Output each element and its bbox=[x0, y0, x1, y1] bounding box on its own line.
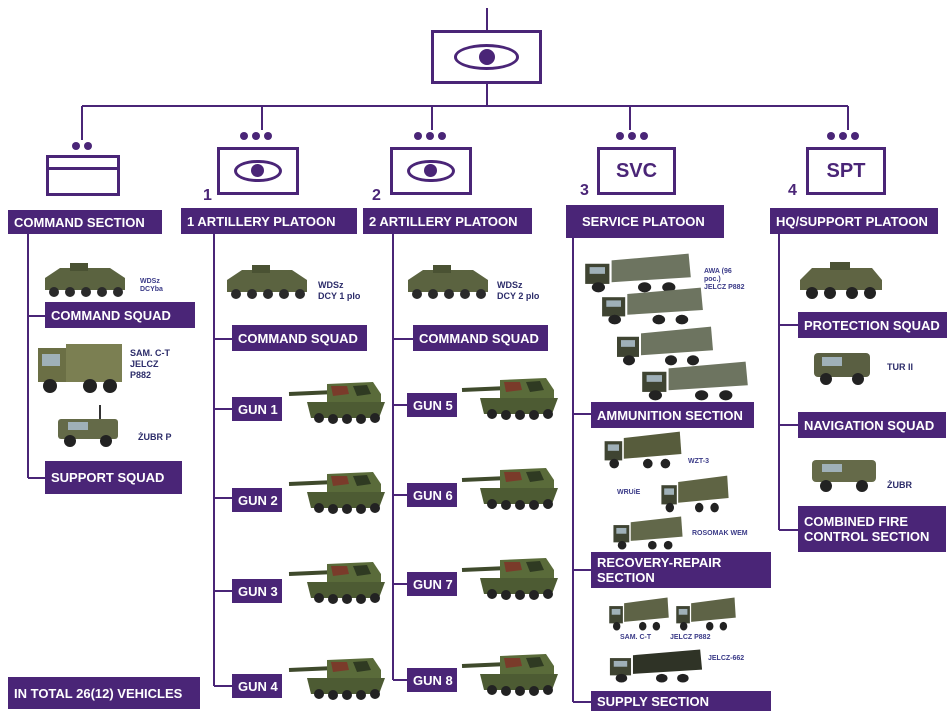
rosomak-vehicle-icon bbox=[800, 262, 882, 299]
platoon2-number: 2 bbox=[372, 187, 381, 204]
wdsz-vehicle-icon bbox=[45, 263, 125, 297]
rosomak-wem-icon bbox=[613, 516, 683, 550]
howitzer-icon bbox=[461, 468, 558, 510]
command-section-label: COMMAND SECTION bbox=[8, 210, 162, 234]
echelon-dots bbox=[616, 132, 648, 140]
gun-label: GUN 8 bbox=[407, 668, 457, 692]
tur-vehicle-icon bbox=[814, 353, 870, 385]
total-vehicles-label: IN TOTAL 26(12) VEHICLES bbox=[8, 677, 200, 709]
platoon2-symbol bbox=[390, 147, 472, 195]
gun-label: GUN 5 bbox=[407, 393, 457, 417]
command-squad-label: COMMAND SQUAD bbox=[45, 302, 195, 328]
protection-squad-label: PROTECTION SQUAD bbox=[798, 312, 947, 338]
howitzer-icon bbox=[288, 382, 385, 424]
howitzer-icon bbox=[461, 378, 558, 420]
echelon-dots bbox=[72, 142, 92, 150]
supply-truck-icon bbox=[609, 597, 669, 631]
zubr-vehicle-icon bbox=[812, 460, 876, 492]
ammo-truck-icon bbox=[602, 287, 703, 325]
truck-icon bbox=[38, 344, 122, 393]
howitzer-icon bbox=[288, 658, 385, 700]
gun-label: GUN 3 bbox=[232, 579, 282, 603]
supply-section-label: SUPPLY SECTION bbox=[591, 691, 771, 711]
jelcz-662-icon bbox=[609, 649, 703, 683]
jelcz-662-label: JELCZ-662 bbox=[708, 655, 745, 662]
platoon1-symbol bbox=[217, 147, 299, 195]
howitzer-icon bbox=[288, 562, 385, 604]
hq-number: 4 bbox=[788, 182, 797, 199]
zubr-p-label: ŻUBR P bbox=[138, 432, 172, 442]
platoon1-number: 1 bbox=[203, 187, 212, 204]
gun-label: GUN 6 bbox=[407, 483, 457, 507]
ammunition-section-label: AMMUNITION SECTION bbox=[591, 402, 754, 428]
ammo-truck-icon bbox=[642, 361, 748, 401]
hq-platoon-label: HQ/SUPPORT PLATOON bbox=[770, 208, 938, 234]
artillery-oval-icon bbox=[453, 44, 520, 70]
navigation-squad-label: NAVIGATION SQUAD bbox=[798, 412, 946, 438]
howitzer-icon bbox=[288, 472, 385, 514]
platoon2-label: 2 ARTILLERY PLATOON bbox=[363, 208, 532, 234]
wrui-vehicle-icon bbox=[661, 475, 729, 513]
wzt-label: WZT-3 bbox=[688, 458, 709, 465]
wrui-label: WRUiE bbox=[617, 489, 641, 496]
artillery-oval-icon bbox=[234, 159, 282, 183]
wzt-vehicle-icon bbox=[604, 431, 682, 469]
gun-label: GUN 1 bbox=[232, 397, 282, 421]
gun-label: GUN 2 bbox=[232, 488, 282, 512]
echelon-dots bbox=[240, 132, 272, 140]
gun-label: GUN 4 bbox=[232, 674, 282, 698]
service-number: 3 bbox=[580, 182, 589, 199]
howitzer-icon bbox=[461, 654, 558, 696]
supply-sam-label: SAM. C-T bbox=[620, 634, 652, 641]
support-squad-label: SUPPORT SQUAD bbox=[45, 461, 182, 494]
service-platoon-label: SERVICE PLATOON bbox=[566, 205, 724, 238]
artillery-oval-icon bbox=[407, 159, 455, 183]
service-symbol: SVC bbox=[597, 147, 676, 195]
platoon1-command-squad: COMMAND SQUAD bbox=[232, 325, 367, 351]
hq-symbol: SPT bbox=[806, 147, 886, 195]
tur-label: TUR II bbox=[887, 362, 913, 372]
howitzer-icon bbox=[461, 558, 558, 600]
wdsz-vehicle-icon bbox=[408, 265, 488, 299]
platoon1-label: 1 ARTILLERY PLATOON bbox=[181, 208, 357, 234]
ammo-truck-icon bbox=[617, 326, 713, 366]
rosomak-label: ROSOMAK WEM bbox=[692, 530, 748, 537]
wdsz-vehicle-icon bbox=[227, 265, 307, 299]
ammo-truck-icon bbox=[585, 253, 691, 293]
echelon-dots bbox=[414, 132, 446, 140]
platoon2-command-squad: COMMAND SQUAD bbox=[413, 325, 548, 351]
gun-label: GUN 7 bbox=[407, 572, 457, 596]
command-section-symbol bbox=[46, 155, 120, 196]
supply-jelcz-label: JELCZ P882 bbox=[670, 634, 711, 641]
zubr-label: ŻUBR bbox=[887, 480, 912, 490]
supply-truck-icon bbox=[676, 597, 736, 631]
battery-symbol bbox=[431, 30, 542, 84]
zubr-p-icon bbox=[58, 405, 118, 447]
echelon-dots bbox=[827, 132, 859, 140]
